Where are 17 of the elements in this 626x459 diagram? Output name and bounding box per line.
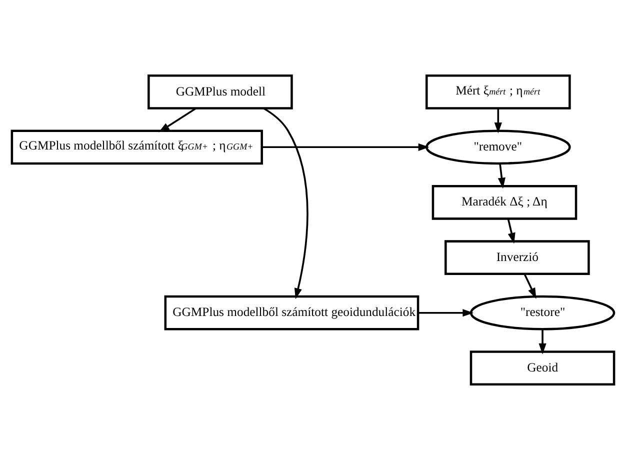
- node-box: Geoid: [470, 350, 616, 386]
- arrow: [538, 328, 546, 354]
- node-box: Maradék Δξ ; Δη: [432, 184, 578, 220]
- arrow: [524, 273, 536, 298]
- node-ellipse: "restore": [470, 294, 616, 330]
- node-box: Mért ξmért ; ηmért: [426, 74, 571, 109]
- node-ellipse: "remove": [426, 129, 571, 164]
- arrow: [498, 162, 506, 188]
- arrow: [494, 108, 502, 133]
- node-box: GGMPlus modell: [148, 74, 293, 109]
- node-box: GGMPlus modellből számított geoidundulációk: [164, 294, 420, 330]
- arrow: [507, 218, 516, 244]
- arrow: [262, 142, 430, 150]
- arrow: [262, 107, 308, 299]
- arrow: [418, 308, 474, 316]
- node-box: Inverzió: [444, 240, 590, 275]
- arrow: [158, 107, 197, 132]
